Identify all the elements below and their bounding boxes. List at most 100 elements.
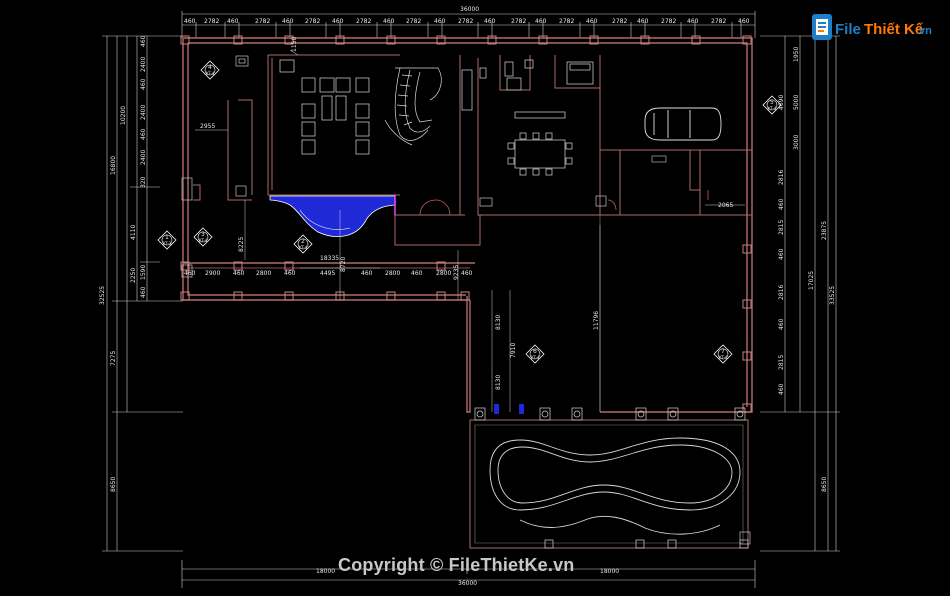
dim-left-inner-7: 320 <box>140 176 147 188</box>
dim-int-9: 11796 <box>593 311 600 330</box>
dim-top-4: 2782 <box>255 18 270 25</box>
dim-int-7: 7910 <box>510 343 517 358</box>
dim-right-inner-10: 460 <box>778 318 785 330</box>
svg-text:KT-3: KT-3 <box>163 241 172 246</box>
dim-int-3: 18335 <box>320 255 339 262</box>
dim-mid-3: 460 <box>233 270 245 277</box>
dim-right-inner-1: 1950 <box>793 47 800 62</box>
dim-bottom-total: 36000 <box>458 580 477 587</box>
dim-mid-4: 2800 <box>256 270 271 277</box>
dim-right-mid: 23875 <box>821 221 828 240</box>
dim-top-11: 460 <box>434 18 446 25</box>
dim-mid-9: 460 <box>411 270 423 277</box>
logo-text-b: Thiết Kế <box>864 21 924 38</box>
dim-int-8: 8130 <box>495 375 502 390</box>
dim-left-1: 10200 <box>120 106 127 125</box>
section-tag-7: 7 KT-4 <box>713 344 733 364</box>
svg-text:5: 5 <box>770 99 774 106</box>
dim-top-2: 2782 <box>204 18 219 25</box>
dim-left-total: 32525 <box>99 286 106 305</box>
section-tag-5: 5 KT-4 <box>762 95 782 115</box>
spiral-staircase <box>384 67 442 146</box>
svg-text:KT-4: KT-4 <box>299 245 308 250</box>
dim-right-b: 8650 <box>821 477 828 492</box>
section-tag-2: 1 KT-3 <box>157 230 177 250</box>
dim-mid-7: 460 <box>361 270 373 277</box>
dim-mid-1: 460 <box>184 270 196 277</box>
dim-right-inner-7: 2815 <box>778 220 785 235</box>
dim-right-total: 33525 <box>829 286 836 305</box>
dim-top-13: 460 <box>484 18 496 25</box>
svg-text:2782: 2782 <box>661 18 676 25</box>
svg-text:460: 460 <box>687 18 699 25</box>
dim-top-8: 2782 <box>356 18 371 25</box>
svg-text:2782: 2782 <box>711 18 726 25</box>
dim-top-9: 460 <box>383 18 395 25</box>
top-dimension-labels: 36000 460 2782 460 2782 460 2782 460 278… <box>184 6 598 25</box>
dim-top-12: 2782 <box>458 18 473 25</box>
mid-row-dimension-labels: 460 2900 460 2800 460 4495 460 2800 460 … <box>184 270 473 277</box>
dim-int-4: 8720 <box>340 257 347 272</box>
dim-right-inner-4: 3000 <box>793 135 800 150</box>
dim-mid-5: 460 <box>284 270 296 277</box>
svg-text:1: 1 <box>165 234 169 241</box>
dim-top-14: 2782 <box>511 18 526 25</box>
dim-bottom-b: 18000 <box>600 568 619 575</box>
dim-left-inner-9: 2250 <box>130 268 137 283</box>
logo-text-c: .vn <box>916 25 932 37</box>
interior-walls <box>193 54 752 412</box>
indoor-pool <box>269 195 396 237</box>
section-tag-1: 4 KT-4 <box>200 60 220 80</box>
dim-int-1: 2955 <box>200 123 215 130</box>
door-swings <box>419 190 709 216</box>
left-dimension-chains <box>102 35 183 552</box>
logo-text-a: File <box>835 21 861 38</box>
svg-text:KT-4: KT-4 <box>199 238 208 243</box>
svg-text:3: 3 <box>201 231 205 238</box>
dim-right-inner-8: 460 <box>778 248 785 260</box>
dim-left-4: 8650 <box>110 477 117 492</box>
dim-top-total: 36000 <box>460 6 479 13</box>
dim-mid-2: 2900 <box>205 270 220 277</box>
top-dim-ticks <box>181 11 756 38</box>
svg-text:KT-4: KT-4 <box>531 355 540 360</box>
dim-right-inner-6: 460 <box>778 198 785 210</box>
dim-top-7: 460 <box>332 18 344 25</box>
column-highlights <box>494 404 524 414</box>
dim-int-6: 8130 <box>495 315 502 330</box>
dim-right-inner-12: 460 <box>778 383 785 395</box>
copyright-watermark: Copyright © FileThietKe.vn <box>338 555 575 575</box>
misc-fixtures <box>181 55 751 545</box>
dim-left-inner-3: 460 <box>140 78 147 90</box>
dim-int-5: 9235 <box>453 265 460 280</box>
dim-right-inner-2: 4690 <box>778 95 785 110</box>
svg-text:7: 7 <box>721 348 725 355</box>
garage-car <box>644 107 722 141</box>
dim-left-inner-4: 2400 <box>140 105 147 120</box>
svg-text:6: 6 <box>533 348 537 355</box>
dim-left-inner-1: 460 <box>140 35 147 47</box>
dim-top-10: 2782 <box>406 18 421 25</box>
dim-right-inner-9: 2816 <box>778 285 785 300</box>
dim-top-16: 2782 <box>559 18 574 25</box>
dining-table <box>507 111 573 176</box>
interior-dimension-labels: 2955 8225 18335 8720 9235 8130 7910 8130… <box>200 37 733 390</box>
top-dimension-labels-right: 2782 460 2782 460 2782 460 <box>612 18 750 25</box>
dim-int-2: 8225 <box>238 237 245 252</box>
right-dimension-chains <box>760 35 840 552</box>
dim-left-2: 16800 <box>110 156 117 175</box>
dim-mid-8: 2800 <box>385 270 400 277</box>
dim-left-inner-2: 2400 <box>140 57 147 72</box>
dim-mid-10: 2800 <box>436 270 451 277</box>
dim-top-1: 460 <box>184 18 196 25</box>
dim-left-inner-5: 460 <box>140 128 147 140</box>
svg-text:2: 2 <box>301 238 305 245</box>
dim-right-a: 17025 <box>808 271 815 290</box>
dim-left-3: 7275 <box>110 351 117 366</box>
interior-dimension-lines <box>195 49 745 412</box>
dim-top-3: 460 <box>227 18 239 25</box>
dim-right-inner-5: 2816 <box>778 170 785 185</box>
dim-mid-11: 460 <box>461 270 473 277</box>
dim-top-15: 460 <box>535 18 547 25</box>
dim-top-5: 460 <box>282 18 294 25</box>
